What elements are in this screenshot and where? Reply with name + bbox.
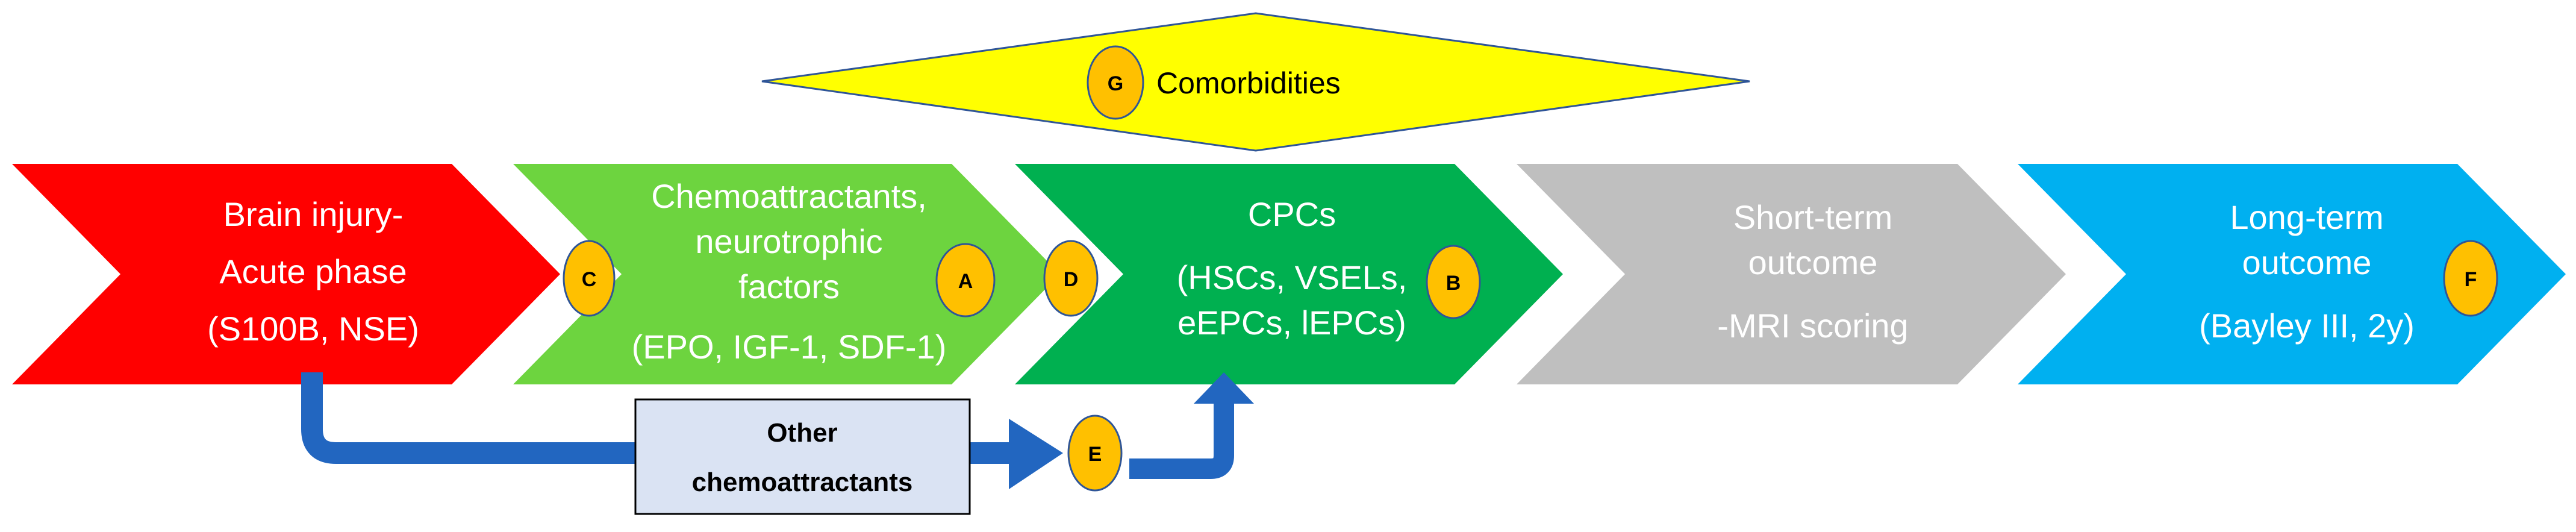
stage-2-chevron	[513, 164, 1060, 384]
stage-3-line-3: eEPCs, lEPCs)	[1177, 304, 1406, 342]
badge-e	[1067, 415, 1123, 492]
badge-f-label: F	[2465, 268, 2477, 291]
flow-arrow-up	[1129, 402, 1234, 479]
badge-f	[2443, 240, 2498, 317]
other-box-rect	[634, 398, 971, 515]
stage-5-line-1: Long-term	[2230, 198, 2383, 236]
other-chemoattractants-box: Other chemoattractants	[634, 398, 971, 515]
stage-5-line-3: (Bayley III, 2y)	[2199, 307, 2415, 345]
badge-c	[563, 240, 616, 317]
stage-4-chevron	[1517, 164, 2066, 384]
stage-4-line-2: outcome	[1748, 243, 1878, 281]
stage-4-line-3: -MRI scoring	[1717, 307, 1908, 345]
badge-g-label: G	[1108, 72, 1123, 95]
stage-2-line-2: neurotrophic	[695, 222, 882, 260]
stage-3-line-1: CPCs	[1248, 195, 1336, 233]
badges: A B C D E F	[563, 240, 2498, 492]
stage-5-line-2: outcome	[2242, 243, 2372, 281]
other-box-line-2: chemoattractants	[692, 468, 913, 497]
flow-arrow	[301, 372, 1254, 489]
stage-4-short-term-outcome: Short-term outcome -MRI scoring	[1517, 164, 2066, 384]
stage-2-line-1: Chemoattractants,	[651, 177, 927, 215]
flow-arrow-head-right	[1009, 419, 1063, 489]
comorbidities-label: Comorbidities	[1156, 66, 1341, 100]
stage-1-brain-injury: Brain injury- Acute phase (S100B, NSE)	[12, 164, 560, 384]
stage-3-cpcs: CPCs (HSCs, VSELs, eEPCs, lEPCs)	[1015, 164, 1563, 384]
flow-arrow-main	[301, 372, 1012, 464]
badge-a-label: A	[958, 270, 973, 293]
badge-g	[1087, 45, 1144, 120]
stage-1-line-1: Brain injury-	[223, 195, 404, 233]
stage-1-chevron	[12, 164, 560, 384]
stage-4-line-1: Short-term	[1733, 198, 1893, 236]
stage-3-chevron	[1015, 164, 1563, 384]
stage-1-line-3: (S100B, NSE)	[207, 310, 419, 348]
stage-1-line-2: Acute phase	[219, 252, 407, 290]
badge-b-label: B	[1446, 272, 1461, 295]
comorbidities-diamond-group: G Comorbidities	[761, 12, 1750, 152]
other-box-line-1: Other	[767, 418, 837, 448]
stage-5-chevron	[2018, 164, 2566, 384]
badge-d-label: D	[1064, 268, 1079, 291]
stage-2-chemoattractants: Chemoattractants, neurotrophic factors (…	[513, 164, 1060, 384]
badge-d	[1043, 240, 1099, 317]
stage-2-line-4: (EPO, IGF-1, SDF-1)	[632, 328, 947, 366]
badge-b	[1426, 245, 1481, 319]
badge-c-label: C	[582, 268, 597, 291]
badge-e-label: E	[1088, 443, 1102, 466]
flow-arrow-head-up	[1194, 372, 1254, 404]
stage-5-long-term-outcome: Long-term outcome (Bayley III, 2y)	[2018, 164, 2566, 384]
stage-2-line-3: factors	[738, 268, 840, 305]
stage-3-line-2: (HSCs, VSELs,	[1177, 258, 1408, 296]
badge-a	[935, 243, 996, 318]
comorbidities-diamond	[761, 12, 1750, 152]
